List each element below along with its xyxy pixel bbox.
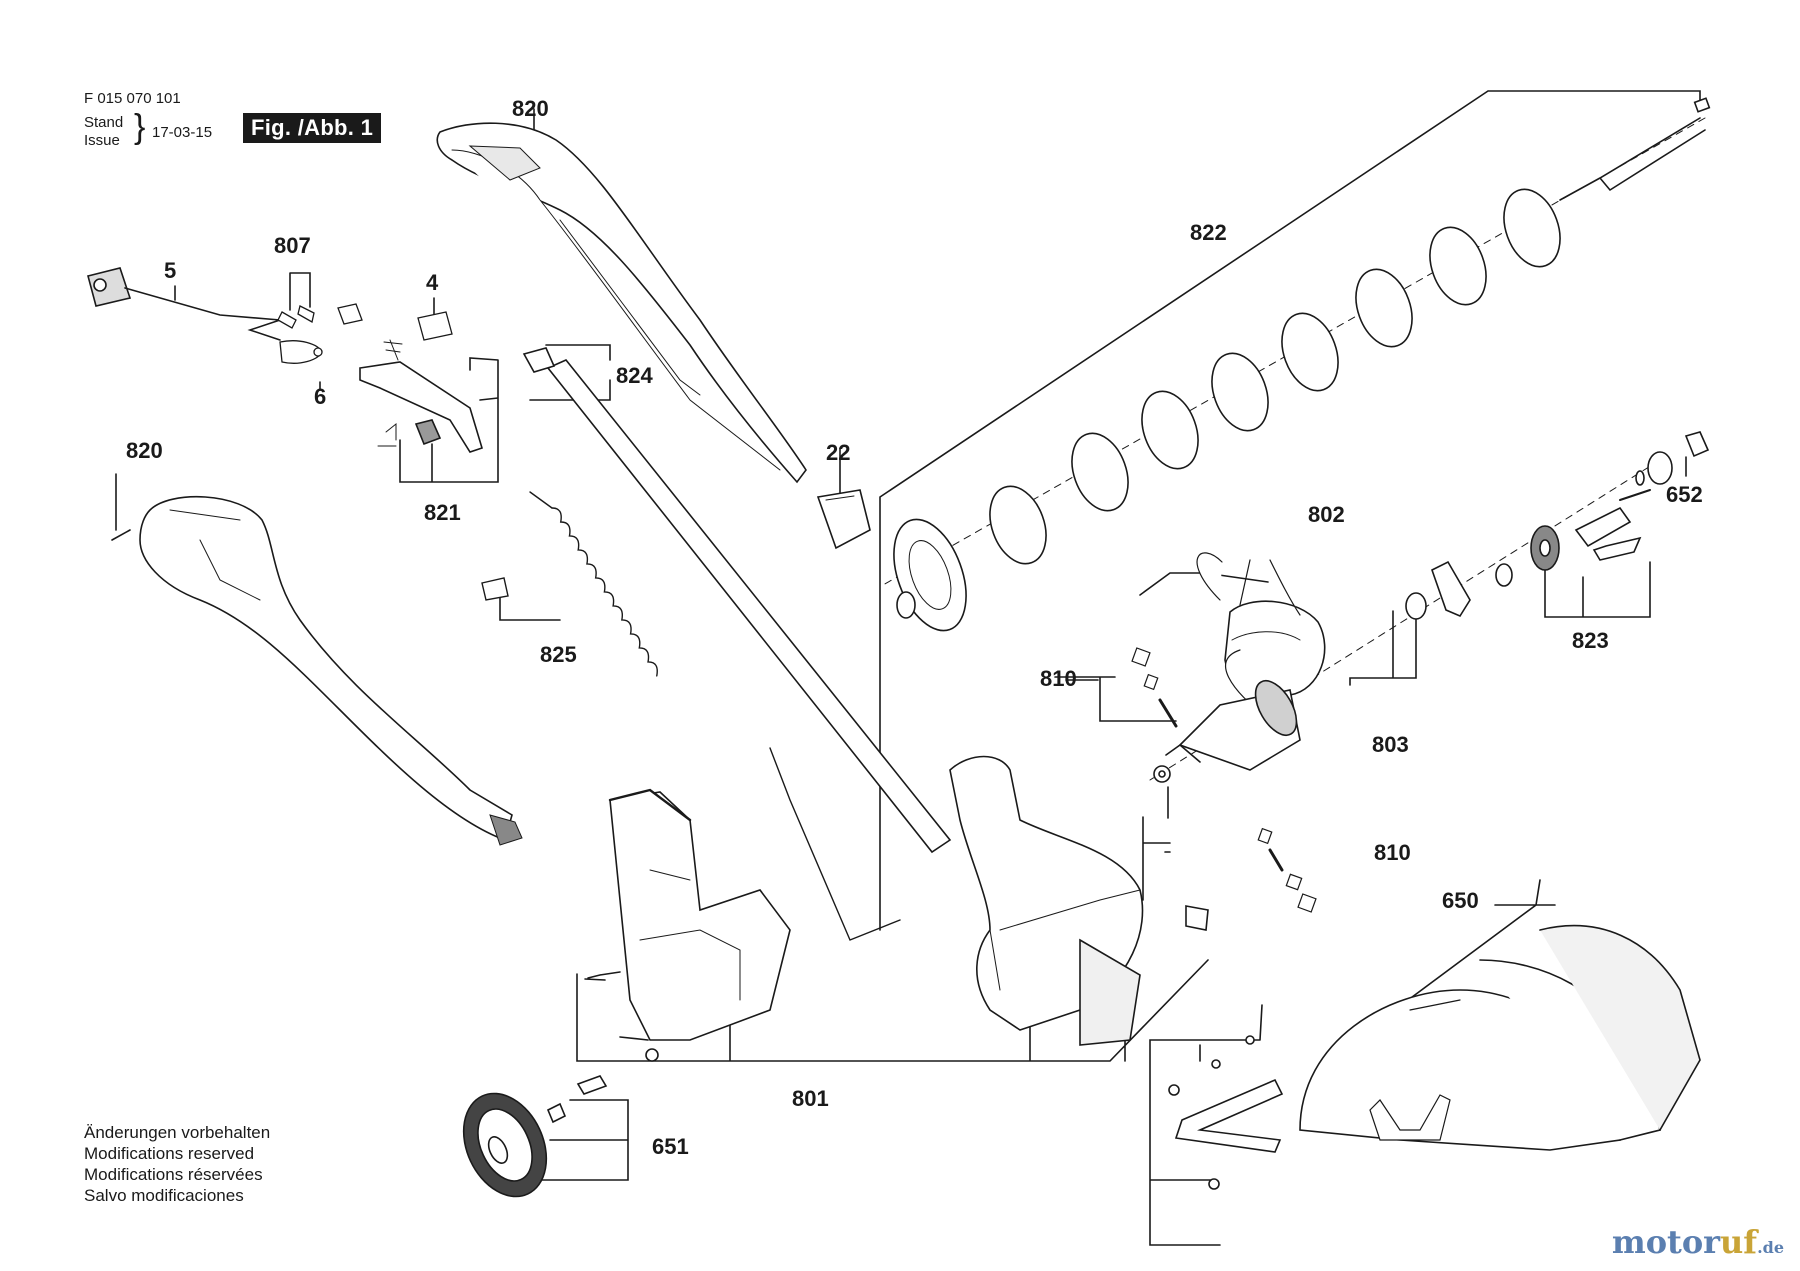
gearbox-housing <box>587 788 791 1062</box>
label-825: 825 <box>540 642 577 667</box>
label-820-top: 820 <box>512 96 549 121</box>
roller-cover <box>1299 924 1701 1151</box>
label-652: 652 <box>1666 482 1703 507</box>
switch-4 <box>417 311 453 341</box>
gear-shaft <box>1574 489 1651 561</box>
document-number: F 015 070 101 <box>84 90 181 107</box>
modification-notes: Änderungen vorbehalten Modifications res… <box>84 1122 270 1206</box>
issue-label: Issue <box>84 132 120 149</box>
leader-825 <box>499 584 561 621</box>
motoruf-logo[interactable]: motoruf.de <box>1611 1223 1784 1261</box>
figure-label: Fig. /Abb. 1 <box>243 113 382 143</box>
leader-807 <box>289 272 311 311</box>
grip-sleeve <box>816 489 871 550</box>
label-650: 650 <box>1442 888 1479 913</box>
leader-651 <box>537 1099 629 1181</box>
note-fr: Modifications réservées <box>84 1165 263 1184</box>
label-803: 803 <box>1372 732 1409 757</box>
terminal-block <box>337 303 363 325</box>
label-802: 802 <box>1308 502 1345 527</box>
connector-807b <box>297 305 315 324</box>
leader-650 <box>1364 879 1556 1033</box>
leader-810-lower <box>1142 816 1171 901</box>
label-810-upper: 810 <box>1040 666 1077 691</box>
impeller-stack <box>893 97 1711 632</box>
motor-cover <box>949 755 1144 1046</box>
label-6: 6 <box>314 384 326 409</box>
spiral-cable <box>481 491 901 941</box>
label-807: 807 <box>274 233 311 258</box>
label-651: 651 <box>652 1134 689 1159</box>
leader-823 <box>1544 561 1651 618</box>
handle-half-left <box>111 495 523 846</box>
leader-824 <box>529 344 611 401</box>
leader-803 <box>1349 609 1417 686</box>
switch-lever <box>359 339 483 453</box>
label-801: 801 <box>792 1086 829 1111</box>
note-de: Änderungen vorbehalten <box>84 1123 271 1142</box>
carbon-brushes <box>1131 647 1317 913</box>
small-cap <box>1185 905 1209 931</box>
wheel <box>462 1075 608 1198</box>
bearing-parts <box>1405 525 1560 620</box>
label-810-lower: 810 <box>1374 840 1411 865</box>
label-5: 5 <box>164 258 176 283</box>
label-824: 824 <box>616 363 653 388</box>
note-en: Modifications reserved <box>84 1144 255 1163</box>
leader-821 <box>399 357 499 483</box>
label-4: 4 <box>426 270 439 295</box>
handle-half-top <box>436 122 807 484</box>
issue-date: 17-03-15 <box>152 124 213 141</box>
scraper-blade <box>1168 1035 1284 1190</box>
leader-801 <box>576 959 1209 1062</box>
brace-icon: } <box>134 108 146 146</box>
leader-650-fasteners <box>1149 1004 1263 1246</box>
power-cable <box>87 267 281 341</box>
connector-807a <box>277 311 297 329</box>
label-22: 22 <box>826 440 850 465</box>
cap-nut <box>1635 431 1710 486</box>
label-820-left: 820 <box>126 438 163 463</box>
motor-armature <box>1153 680 1301 783</box>
label-823: 823 <box>1572 628 1609 653</box>
note-es: Salvo modificaciones <box>84 1186 244 1205</box>
shaft-tube <box>522 347 952 854</box>
label-822: 822 <box>1190 220 1227 245</box>
leader-810-upper <box>1054 676 1177 722</box>
stand-label: Stand <box>84 114 124 131</box>
label-821: 821 <box>424 500 461 525</box>
